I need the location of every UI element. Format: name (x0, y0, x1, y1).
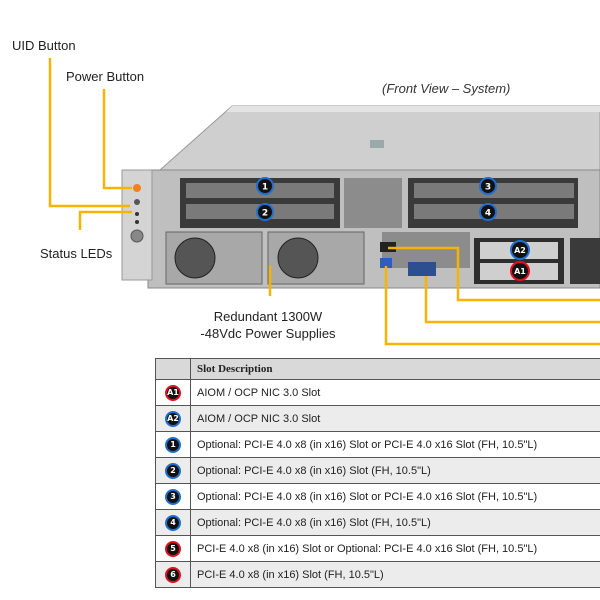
table-row: 4 Optional: PCI-E 4.0 x8 (in x16) Slot (… (155, 509, 600, 536)
badge-cell: A2 (155, 405, 191, 432)
chassis-latch (370, 140, 384, 148)
slot-marker-2-label: 2 (262, 209, 268, 219)
vent-grill (344, 178, 402, 228)
leader-lines (48, 58, 600, 346)
uid-leader-line (48, 58, 130, 208)
slot-description: Optional: PCI-E 4.0 x8 (in x16) Slot (FH… (190, 509, 600, 536)
chassis-top-cover (158, 105, 600, 171)
status-leds-label: Status LEDs (40, 246, 113, 261)
psu-2-fan-icon (277, 237, 319, 279)
usb-leader-line (384, 266, 600, 346)
slot-badge-a1: A1 (165, 384, 181, 401)
slot-marker-2: 2 (256, 203, 274, 221)
slot-marker-a2-label: A2 (514, 246, 526, 255)
slot-description: Optional: PCI-E 4.0 x8 (in x16) Slot or … (190, 431, 600, 458)
slot-marker-a1-label: A1 (514, 267, 526, 276)
edge-bay (570, 238, 600, 284)
slot-marker-a1-circle (510, 261, 530, 281)
slot-marker-4-label: 4 (485, 209, 491, 219)
slot-badge-6: 6 (165, 566, 181, 583)
slot-marker-1: 1 (256, 177, 274, 195)
table-row: A2 AIOM / OCP NIC 3.0 Slot (155, 405, 600, 432)
status-led-icon (135, 220, 139, 224)
vga-port-icon (408, 262, 436, 276)
power-leader-line (102, 89, 132, 190)
badge-cell: 6 (155, 561, 191, 588)
slot-marker-2-circle (256, 203, 274, 221)
slot-badge-4: 4 (165, 514, 181, 531)
status-led-icon (135, 212, 139, 216)
badge-cell: 3 (155, 483, 191, 510)
table-row: A1 AIOM / OCP NIC 3.0 Slot (155, 379, 600, 406)
slot-badge-2: 2 (165, 462, 181, 479)
slot-badge-1: 1 (165, 436, 181, 453)
table-row: 1 Optional: PCI-E 4.0 x8 (in x16) Slot o… (155, 431, 600, 458)
power-button-icon (134, 199, 140, 205)
slot-marker-3-label: 3 (485, 183, 491, 193)
slot-description-table: Slot Description A1 AIOM / OCP NIC 3.0 S… (155, 358, 600, 588)
power-button-label: Power Button (66, 69, 145, 84)
table-row: 2 Optional: PCI-E 4.0 x8 (in x16) Slot (… (155, 457, 600, 484)
slot-description: AIOM / OCP NIC 3.0 Slot (190, 405, 600, 432)
chassis-top-edge (226, 106, 600, 112)
slot-marker-a2-circle (510, 240, 530, 260)
table-row: 3 Optional: PCI-E 4.0 x8 (in x16) Slot o… (155, 483, 600, 510)
uid-button-icon (133, 184, 141, 192)
table-row: 6 PCI-E 4.0 x8 (in x16) Slot (FH, 10.5"L… (155, 561, 600, 588)
slot-marker-3: 3 (479, 177, 497, 195)
slot-badge-a2: A2 (165, 410, 181, 427)
badge-column-header (155, 358, 191, 380)
usb-port-icon (380, 258, 392, 268)
slot-description: AIOM / OCP NIC 3.0 Slot (190, 379, 600, 406)
uid-button-label: UID Button (12, 38, 76, 53)
slot-badge-3: 3 (165, 488, 181, 505)
psu-caption-line1: Redundant 1300W (213, 309, 323, 324)
slot-marker-3-circle (479, 177, 497, 195)
table-header-row: Slot Description (155, 358, 600, 380)
front-view-caption: (Front View – System) (382, 81, 511, 96)
slot-description: Optional: PCI-E 4.0 x8 (in x16) Slot (FH… (190, 457, 600, 484)
slot-marker-1-circle (256, 177, 274, 195)
slot-description: PCI-E 4.0 x8 (in x16) Slot or Optional: … (190, 535, 600, 562)
slot-description: PCI-E 4.0 x8 (in x16) Slot (FH, 10.5"L) (190, 561, 600, 588)
psu-caption-line2: -48Vdc Power Supplies (200, 326, 336, 341)
slot-marker-4-circle (479, 203, 497, 221)
badge-cell: 2 (155, 457, 191, 484)
ear-screw-icon (130, 229, 144, 243)
badge-cell: A1 (155, 379, 191, 406)
slot-description-header: Slot Description (190, 358, 600, 380)
vga-leader-line (424, 276, 600, 324)
server-front-view: 1 2 3 4 A2 A1 (48, 58, 600, 346)
slot-marker-4: 4 (479, 203, 497, 221)
badge-cell: 4 (155, 509, 191, 536)
status-leader-line (78, 210, 132, 230)
table-row: 5 PCI-E 4.0 x8 (in x16) Slot or Optional… (155, 535, 600, 562)
psu-1-fan-icon (174, 237, 216, 279)
slot-marker-1-label: 1 (262, 183, 268, 193)
badge-cell: 5 (155, 535, 191, 562)
slot-marker-a1: A1 (510, 261, 530, 281)
psu-caption: Redundant 1300W -48Vdc Power Supplies (178, 308, 358, 342)
lan-leader-line (388, 246, 600, 302)
slot-description: Optional: PCI-E 4.0 x8 (in x16) Slot or … (190, 483, 600, 510)
slot-marker-a2: A2 (510, 240, 530, 260)
slot-badge-5: 5 (165, 540, 181, 557)
badge-cell: 1 (155, 431, 191, 458)
